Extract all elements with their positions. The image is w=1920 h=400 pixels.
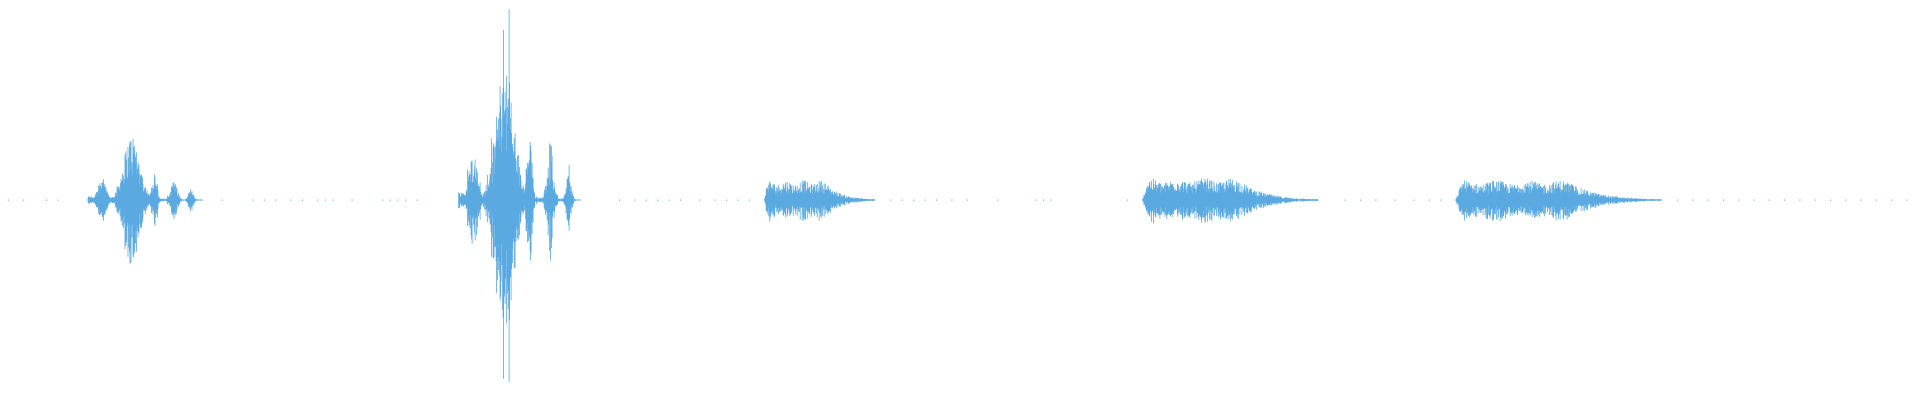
waveform-segments	[87, 9, 1662, 383]
silence-tick	[657, 199, 659, 201]
silence-tick	[1394, 199, 1396, 201]
silence-tick	[1753, 199, 1755, 201]
waveform-segment	[87, 139, 203, 264]
waveform-silence-ticks	[7, 199, 1908, 201]
silence-tick	[924, 199, 926, 201]
silence-tick	[714, 199, 716, 201]
silence-tick	[1738, 199, 1740, 201]
silence-tick	[1375, 199, 1377, 201]
waveform-segment	[458, 9, 581, 383]
silence-tick	[7, 199, 9, 201]
silence-tick	[1677, 199, 1679, 201]
silence-tick	[389, 199, 391, 201]
silence-tick	[1723, 199, 1724, 201]
silence-tick	[1413, 199, 1415, 201]
silence-tick	[332, 199, 334, 201]
silence-tick	[726, 199, 727, 201]
silence-tick	[252, 199, 254, 201]
silence-tick	[997, 199, 999, 201]
silence-tick	[302, 199, 303, 201]
silence-tick	[221, 199, 223, 201]
silence-tick	[1814, 199, 1816, 201]
silence-tick	[913, 199, 915, 201]
silence-tick	[1360, 199, 1362, 201]
silence-tick	[1692, 199, 1694, 201]
silence-tick	[1845, 199, 1847, 201]
silence-tick	[405, 199, 407, 201]
silence-tick	[680, 199, 682, 201]
silence-tick	[1127, 199, 1129, 201]
silence-tick	[1830, 199, 1831, 201]
silence-tick	[1768, 199, 1770, 201]
waveform-segment-path	[1142, 178, 1319, 224]
silence-tick	[901, 199, 903, 201]
silence-tick	[1891, 199, 1893, 201]
waveform-segment	[1142, 178, 1319, 224]
silence-tick	[397, 199, 399, 201]
silence-tick	[1428, 199, 1430, 201]
silence-tick	[936, 199, 938, 201]
silence-tick	[951, 199, 953, 201]
silence-tick	[23, 199, 25, 201]
silence-tick	[1440, 199, 1442, 201]
silence-tick	[263, 199, 265, 201]
silence-tick	[416, 199, 418, 201]
silence-tick	[317, 199, 319, 201]
waveform-segment-path	[1455, 180, 1662, 222]
waveform-segment	[1455, 180, 1662, 222]
silence-tick	[645, 199, 647, 201]
waveform-segment-path	[87, 139, 203, 264]
silence-tick	[890, 199, 892, 201]
silence-tick	[57, 199, 59, 201]
silence-tick	[699, 199, 701, 201]
silence-tick	[1043, 199, 1044, 201]
silence-tick	[1906, 199, 1908, 201]
silence-tick	[382, 199, 384, 201]
silence-tick	[1784, 199, 1786, 201]
waveform-segment	[763, 180, 876, 222]
silence-tick	[324, 199, 326, 201]
silence-tick	[1344, 199, 1346, 201]
silence-tick	[351, 199, 353, 201]
silence-tick	[1799, 199, 1801, 201]
silence-tick	[1860, 199, 1862, 201]
silence-tick	[634, 199, 636, 201]
silence-tick	[737, 199, 739, 201]
silence-tick	[1050, 199, 1052, 201]
silence-tick	[619, 199, 620, 201]
silence-tick	[966, 199, 968, 201]
silence-tick	[1875, 199, 1877, 201]
waveform-segment-path	[458, 9, 581, 383]
silence-tick	[668, 199, 670, 201]
silence-tick	[275, 199, 277, 201]
silence-tick	[290, 199, 292, 201]
silence-tick	[748, 199, 750, 201]
silence-tick	[1707, 199, 1709, 201]
silence-tick	[1035, 199, 1037, 201]
waveform-segment-path	[763, 180, 876, 222]
silence-tick	[46, 199, 47, 201]
